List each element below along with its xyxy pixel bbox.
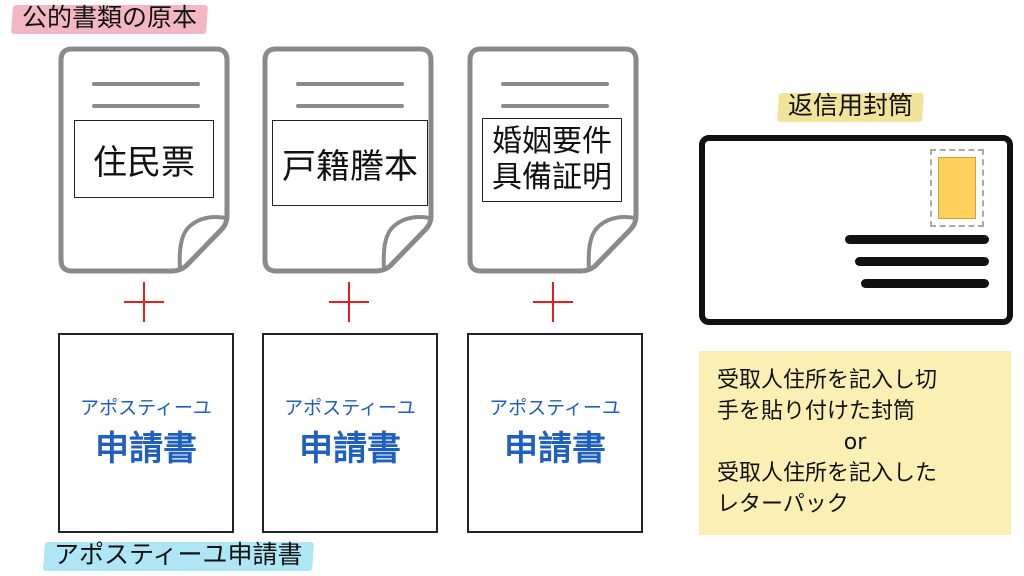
stamp-face bbox=[938, 157, 976, 219]
return-envelope-note: 受取人住所を記入し切 手を貼り付けた封筒 or 受取人住所を記入した レターパッ… bbox=[699, 351, 1011, 535]
form-subtitle: アポスティーユ bbox=[489, 397, 621, 419]
form-title: 申請書 bbox=[299, 429, 401, 469]
document-title-box: 婚姻要件 具備証明 bbox=[482, 118, 622, 202]
original-documents-label: 公的書類の原本 bbox=[12, 0, 207, 36]
form-title: 申請書 bbox=[95, 429, 197, 469]
document-title-box: 住民票 bbox=[74, 120, 214, 198]
apostille-application-label-text: アポスティーユ申請書 bbox=[54, 540, 303, 569]
envelope-icon bbox=[699, 135, 1013, 325]
stamp-icon bbox=[930, 149, 984, 227]
note-line: 受取人住所を記入し切 bbox=[717, 368, 938, 393]
address-line bbox=[855, 257, 989, 266]
document-title: 戸籍謄本 bbox=[282, 146, 418, 187]
document-title-box: 戸籍謄本 bbox=[272, 120, 428, 206]
document-title-line: 具備証明 bbox=[492, 160, 612, 195]
form-title: 申請書 bbox=[504, 429, 606, 469]
plus-icon bbox=[329, 282, 369, 322]
note-line: 受取人住所を記入した bbox=[717, 461, 938, 486]
address-line bbox=[845, 235, 989, 244]
address-line bbox=[861, 279, 989, 288]
apostille-application-label: アポスティーユ申請書 bbox=[44, 537, 313, 573]
apostille-application-form: アポスティーユ 申請書 bbox=[467, 333, 643, 533]
apostille-application-form: アポスティーユ 申請書 bbox=[58, 333, 234, 533]
note-line: 手を貼り付けた封筒 bbox=[717, 399, 916, 424]
return-envelope-label-text: 返信用封筒 bbox=[788, 91, 914, 120]
note-or: or bbox=[843, 430, 867, 455]
apostille-application-form: アポスティーユ 申請書 bbox=[262, 333, 438, 533]
document-title: 住民票 bbox=[93, 142, 195, 183]
note-line: レターパック bbox=[717, 492, 849, 517]
plus-icon bbox=[124, 282, 164, 322]
form-subtitle: アポスティーユ bbox=[80, 397, 212, 419]
document-title-line: 婚姻要件 bbox=[492, 124, 612, 159]
plus-icon bbox=[533, 282, 573, 322]
return-envelope-label: 返信用封筒 bbox=[778, 88, 923, 124]
form-subtitle: アポスティーユ bbox=[284, 397, 416, 419]
original-documents-label-text: 公的書類の原本 bbox=[22, 3, 198, 32]
